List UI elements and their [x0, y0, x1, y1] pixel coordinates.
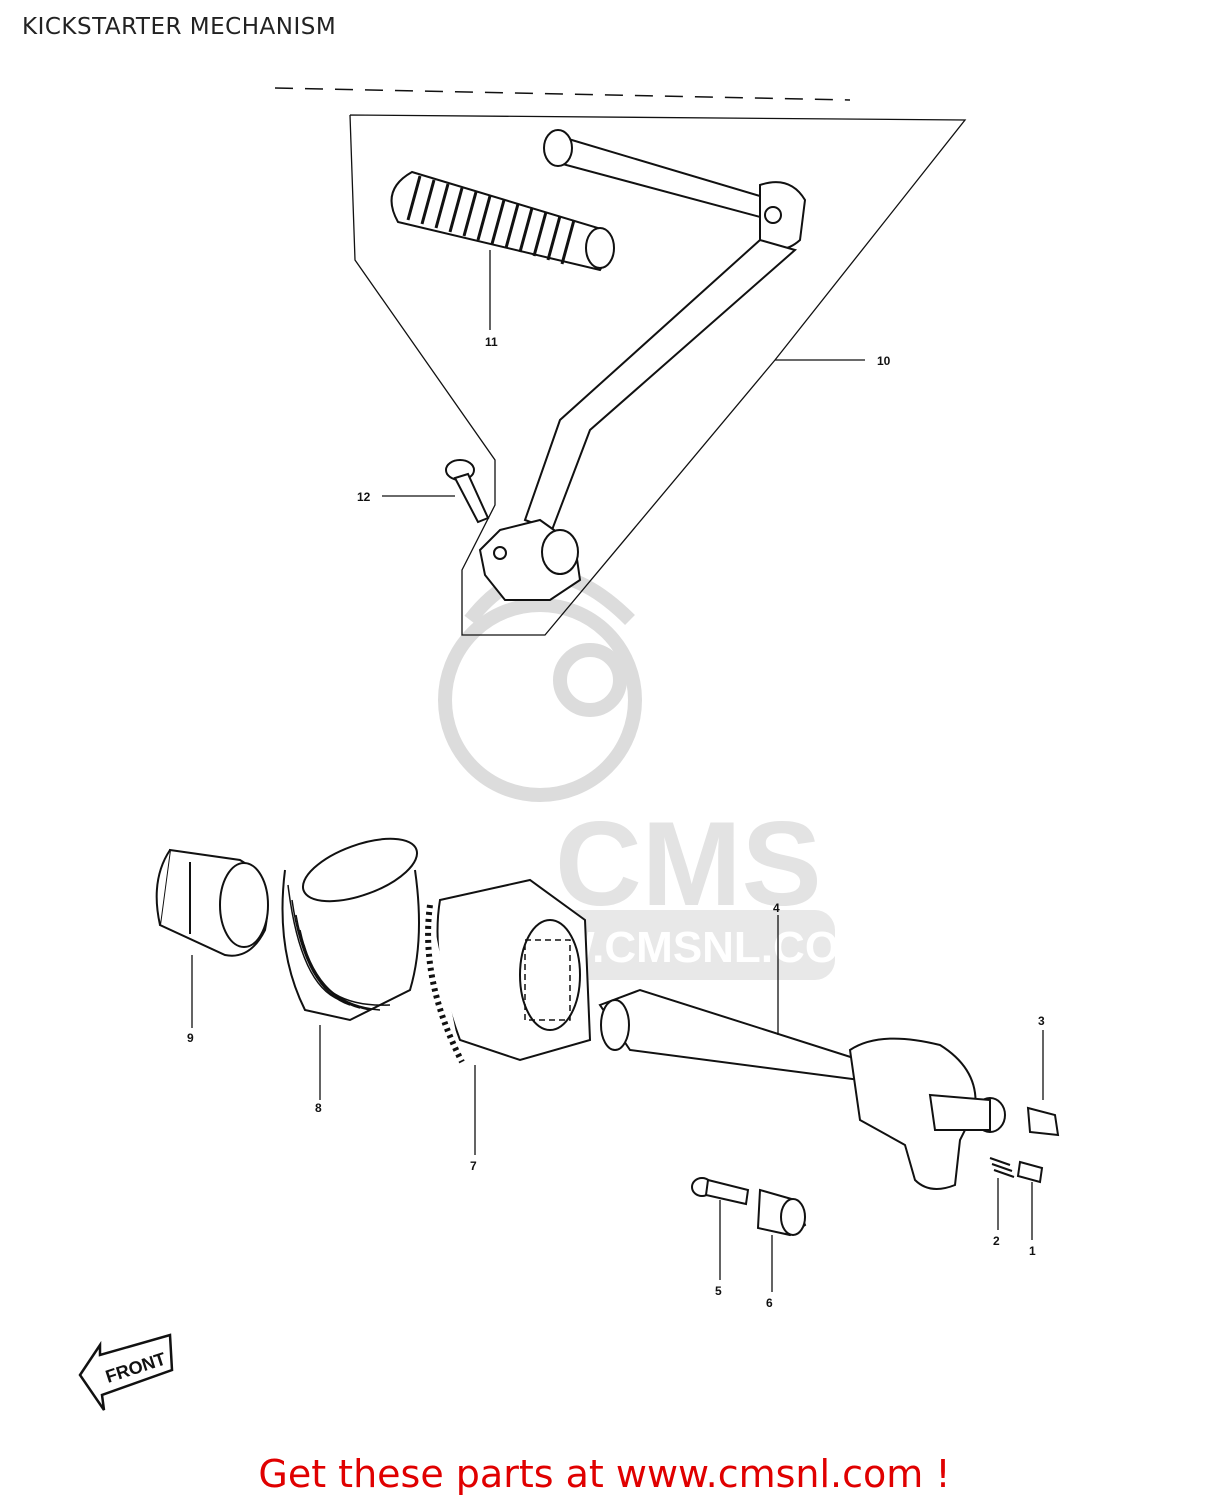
callout-4: 4: [773, 901, 780, 915]
reference-line: [274, 87, 851, 101]
kickstarter-ratchet-gear: [425, 878, 592, 1064]
kickstarter-spring: [281, 837, 420, 1022]
callout-5: 5: [715, 1284, 722, 1298]
stopper: [1026, 1106, 1060, 1137]
get-parts-link[interactable]: Get these parts at www.cmsnl.com !: [258, 1452, 951, 1496]
callout-12: 12: [357, 490, 371, 504]
stop-bolt: [691, 1177, 750, 1206]
assembly-bracket: [349, 114, 967, 636]
callout-7: 7: [470, 1159, 477, 1173]
kickstarter-bush: [155, 848, 269, 957]
callout-2: 2: [993, 1234, 1000, 1248]
kick-pedal-arm: [478, 129, 807, 601]
callout-6: 6: [766, 1296, 773, 1310]
kick-pedal-bolt: [445, 459, 490, 524]
front-direction-arrow: FRONT: [78, 1333, 174, 1411]
callout-1: 1: [1029, 1244, 1036, 1258]
page-title: KICKSTARTER MECHANISM: [22, 14, 337, 40]
callout-10: 10: [877, 354, 891, 368]
kickstarter-shaft: [598, 988, 1006, 1190]
stop-collar: [756, 1188, 807, 1237]
callout-9: 9: [187, 1031, 194, 1045]
watermark-brand: CMS: [555, 797, 822, 931]
kick-pedal-rubber: [390, 170, 615, 330]
small-spring: [989, 1157, 1015, 1178]
callout-3: 3: [1038, 1014, 1045, 1028]
callout-8: 8: [315, 1101, 322, 1115]
pin: [1016, 1160, 1044, 1184]
cmsnl-watermark: [438, 568, 642, 802]
callout-11: 11: [485, 335, 498, 349]
